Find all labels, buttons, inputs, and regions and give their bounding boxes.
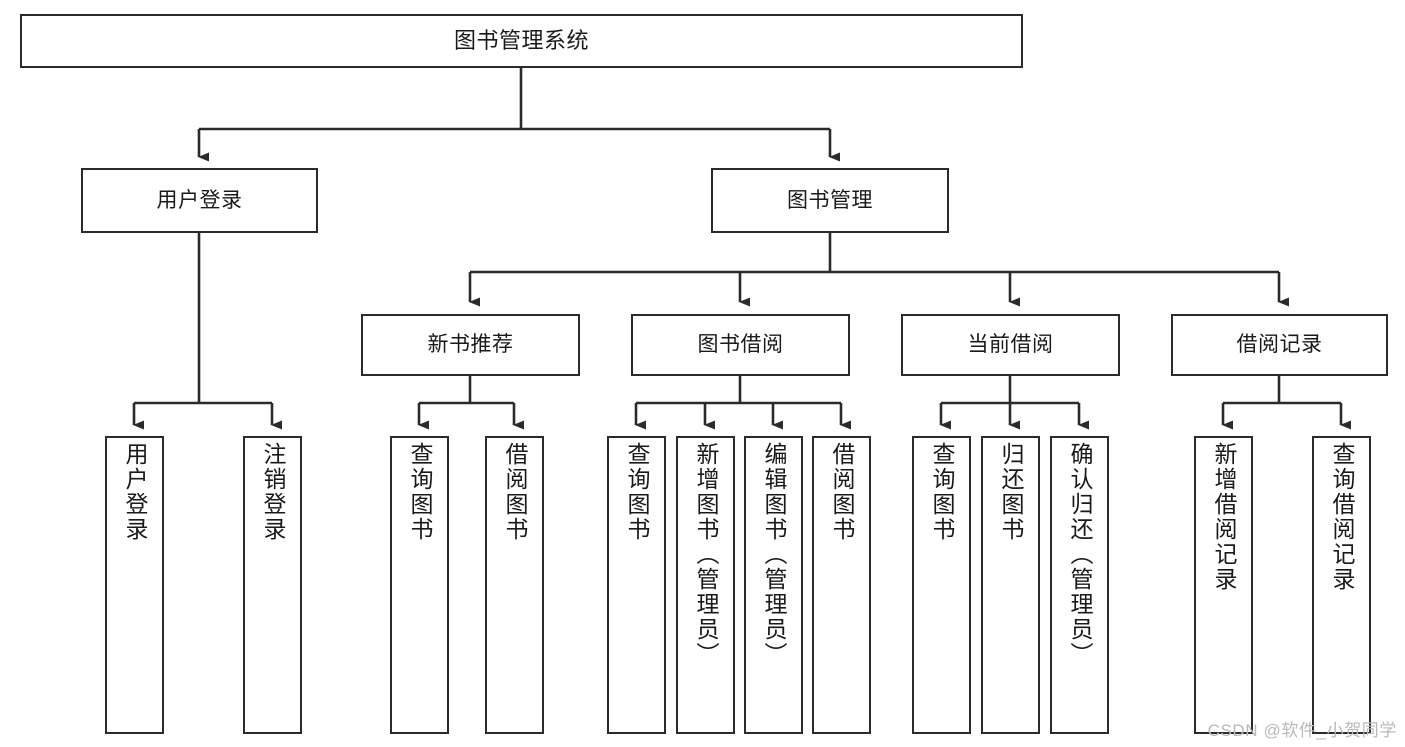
node-label: 查询图书 [929,442,955,542]
leaf-book-borrow-query-book[interactable]: 查询图书 [607,436,666,734]
node-label: 查询图书 [624,442,650,542]
node-label: 新增借阅记录 [1211,442,1237,592]
leaf-book-borrow-add-book-admin[interactable]: 新增图书（管理员） [676,436,735,734]
node-label: 图书管理系统 [453,27,589,53]
node-user-login[interactable]: 用户登录 [81,168,318,233]
leaf-new-book-borrow-book[interactable]: 借阅图书 [485,436,544,734]
node-label: 用户登录 [156,188,243,212]
node-root-book-management-system[interactable]: 图书管理系统 [20,14,1023,68]
watermark-text: CSDN @软件_小贺同学 [1207,721,1397,740]
node-label: 图书管理 [787,188,873,212]
leaf-book-borrow-edit-book-admin[interactable]: 编辑图书（管理员） [744,436,803,734]
leaf-current-borrow-query-book[interactable]: 查询图书 [912,436,971,734]
node-label: 借阅图书 [502,442,528,542]
node-label: 新增图书（管理员） [693,442,719,667]
leaf-book-borrow-borrow-book[interactable]: 借阅图书 [812,436,871,734]
leaf-borrow-record-query-record[interactable]: 查询借阅记录 [1312,436,1371,734]
leaf-new-book-query-book[interactable]: 查询图书 [390,436,449,734]
node-label: 借阅记录 [1236,333,1323,357]
node-borrow-record[interactable]: 借阅记录 [1171,314,1388,376]
node-label: 归还图书 [998,442,1024,542]
node-label: 借阅图书 [829,442,855,542]
leaf-borrow-record-add-record[interactable]: 新增借阅记录 [1194,436,1253,734]
node-new-book-recommend[interactable]: 新书推荐 [361,314,580,376]
node-label: 图书借阅 [697,333,784,357]
node-label: 查询图书 [407,442,433,542]
node-label: 确认归还（管理员） [1067,442,1093,667]
leaf-current-borrow-confirm-return-admin[interactable]: 确认归还（管理员） [1050,436,1109,734]
node-label: 查询借阅记录 [1329,442,1355,592]
node-label: 注销登录 [260,442,286,542]
leaf-user-login-login[interactable]: 用户登录 [105,436,164,734]
node-book-management[interactable]: 图书管理 [711,168,949,233]
node-book-borrow[interactable]: 图书借阅 [631,314,850,376]
node-label: 编辑图书（管理员） [761,442,787,667]
leaf-current-borrow-return-book[interactable]: 归还图书 [981,436,1040,734]
node-label: 用户登录 [122,442,148,542]
node-label: 当前借阅 [967,333,1054,357]
node-label: 新书推荐 [427,333,514,357]
leaf-user-login-logout[interactable]: 注销登录 [243,436,302,734]
node-current-borrow[interactable]: 当前借阅 [901,314,1120,376]
